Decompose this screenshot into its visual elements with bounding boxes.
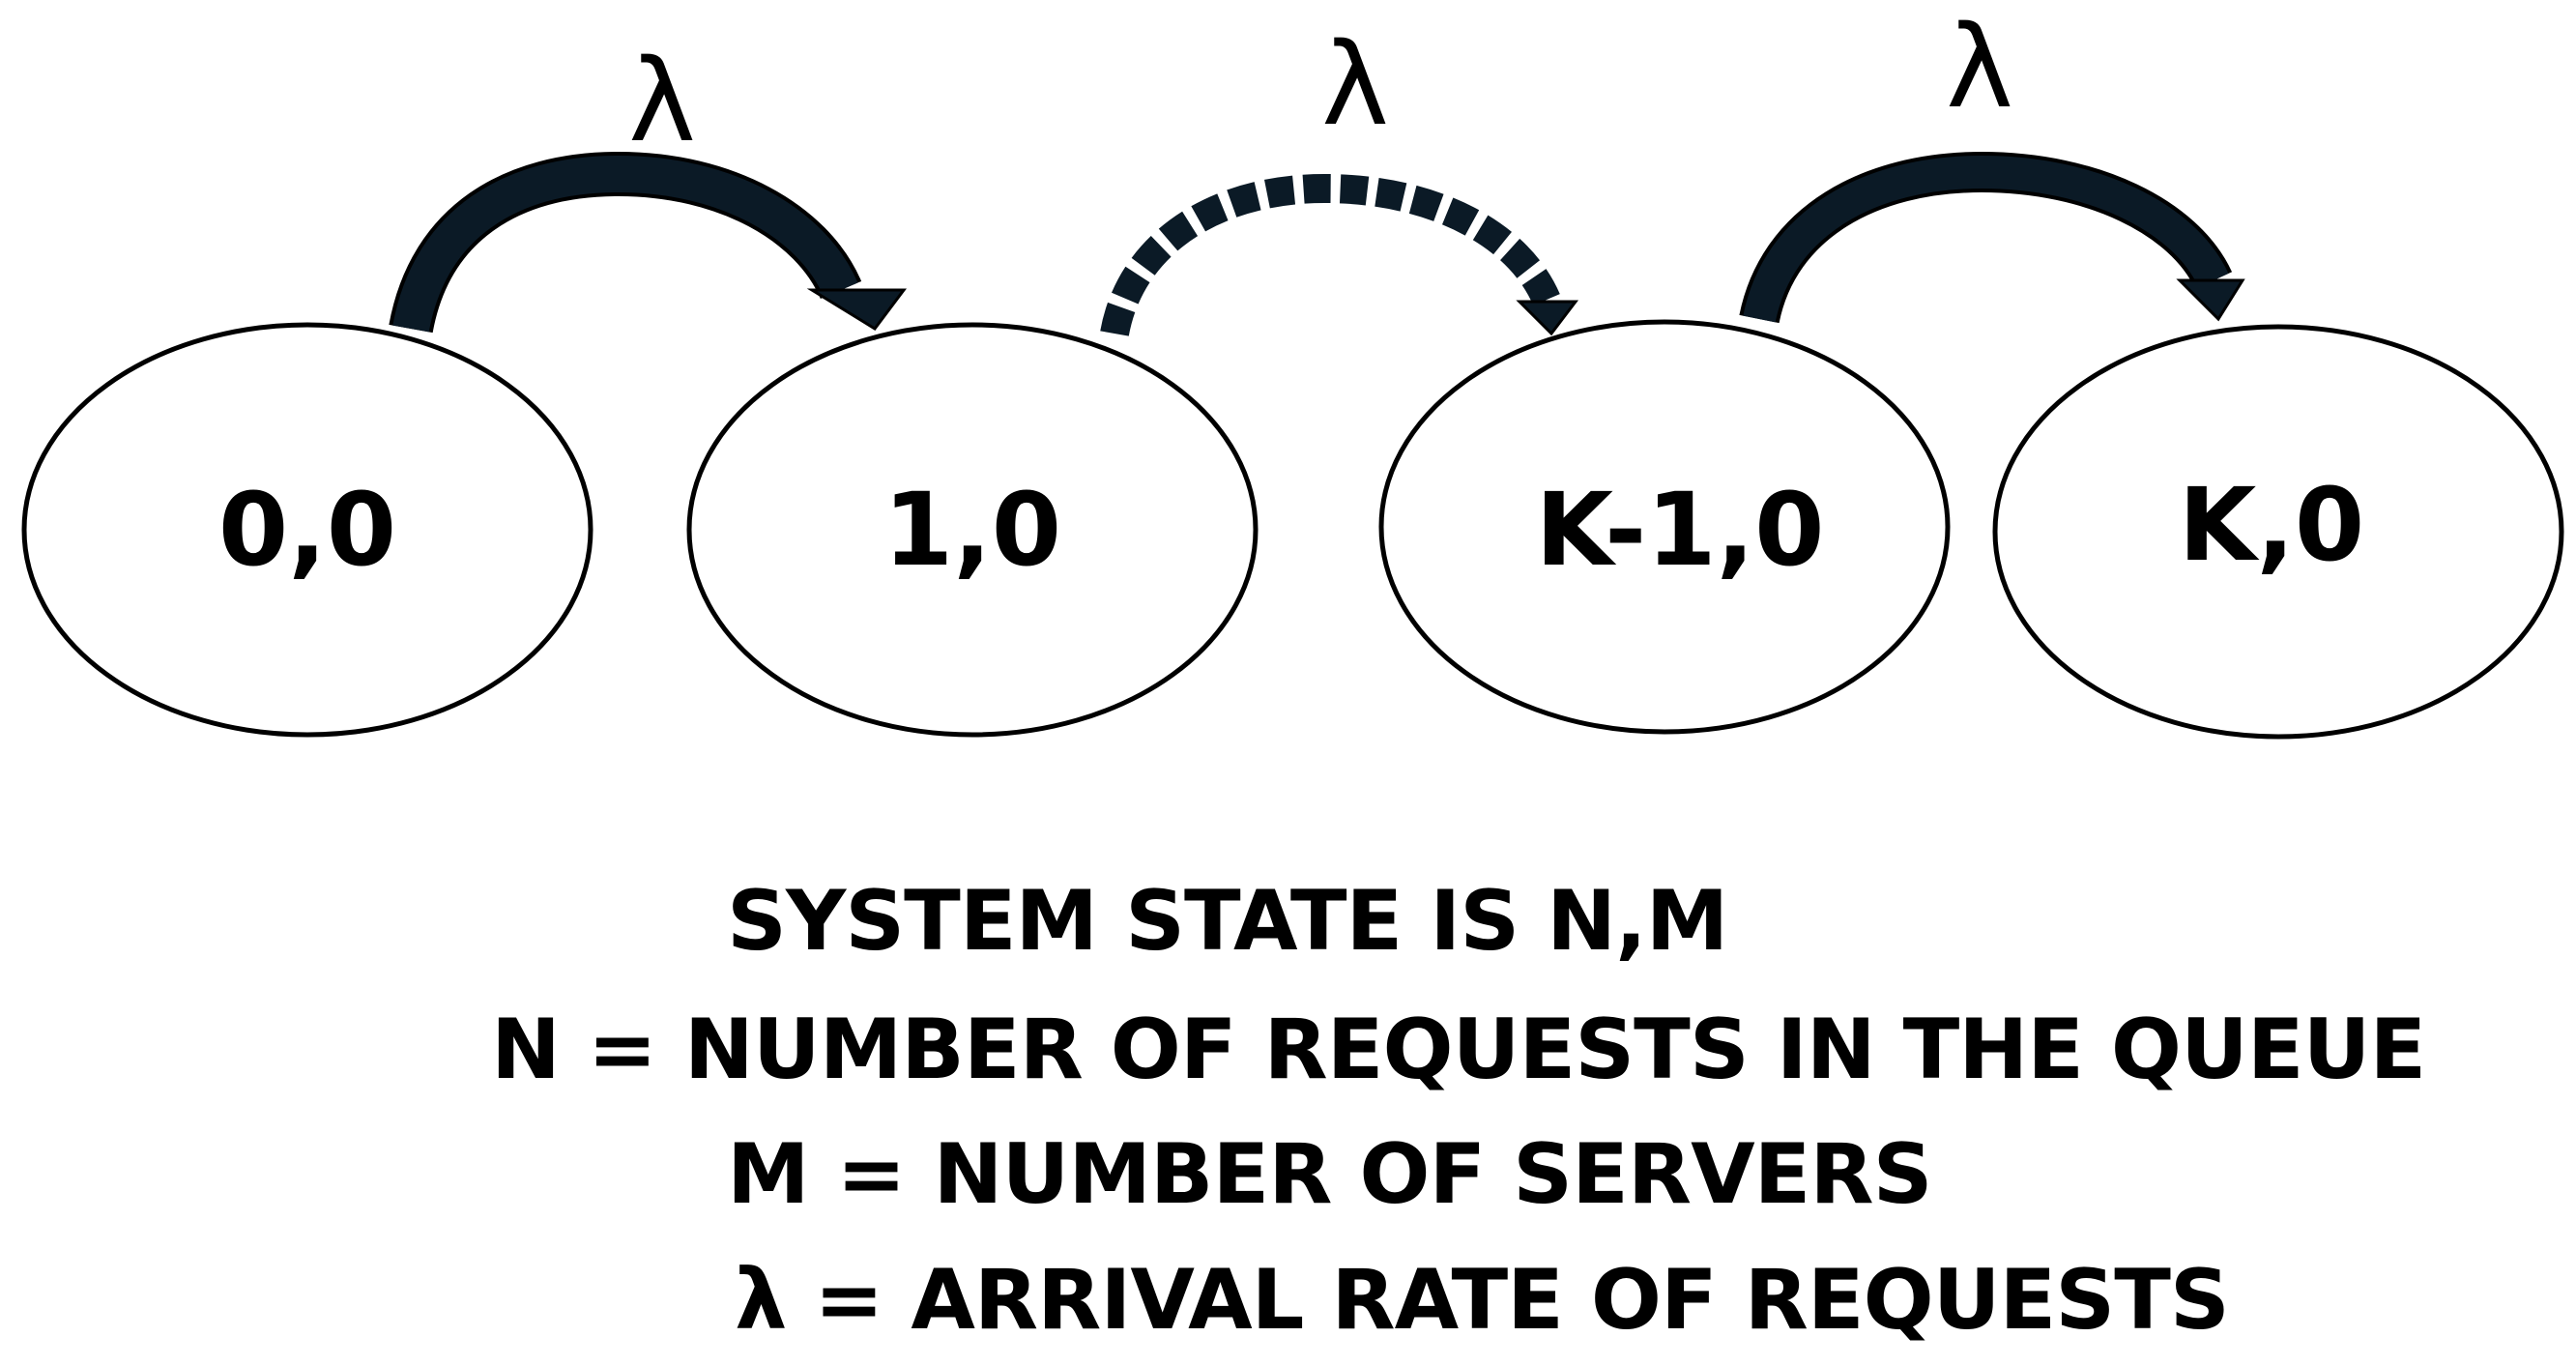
state-label: 1,0 bbox=[883, 471, 1061, 589]
state-label: K,0 bbox=[2179, 466, 2364, 584]
transition-arrow-0-0-to-1-0: λ bbox=[389, 34, 907, 334]
state-node-0-0: 0,0 bbox=[21, 322, 593, 738]
transition-arrow-1-0-to-k-1-0: λ bbox=[1100, 17, 1579, 337]
state-label: K-1,0 bbox=[1536, 471, 1825, 589]
state-label: 0,0 bbox=[218, 471, 396, 589]
legend-line-n-definition: N = NUMBER OF REQUESTS IN THE QUEUE bbox=[491, 1002, 2426, 1098]
state-node-k-1-0: K-1,0 bbox=[1378, 319, 1951, 735]
state-node-k-0: K,0 bbox=[1992, 324, 2564, 740]
transition-arrow-k-1-0-to-k-0: λ bbox=[1739, 0, 2245, 324]
state-node-1-0: 1,0 bbox=[686, 322, 1259, 738]
transition-label: λ bbox=[628, 34, 696, 167]
legend-line-system-state: SYSTEM STATE IS N,M bbox=[727, 873, 1728, 970]
transition-label: λ bbox=[1321, 17, 1389, 151]
transition-label: λ bbox=[1946, 0, 2013, 133]
legend-line-m-definition: M = NUMBER OF SERVERS bbox=[727, 1126, 1933, 1223]
legend-line-lambda-definition: λ = ARRIVAL RATE OF REQUESTS bbox=[735, 1252, 2230, 1349]
